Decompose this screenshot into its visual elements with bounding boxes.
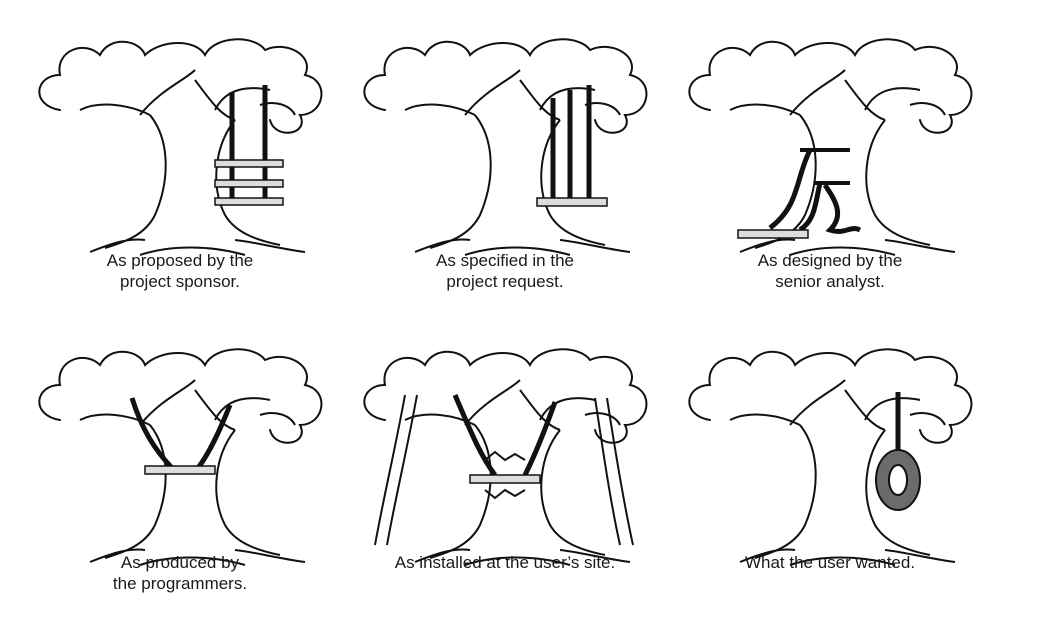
- tree-illustration: [38, 348, 323, 566]
- swing-seat: [144, 465, 216, 475]
- support-prop: [594, 397, 634, 546]
- support-prop: [374, 394, 418, 546]
- swing-rope: [768, 148, 813, 230]
- caption-line: the programmers.: [112, 574, 248, 593]
- caption-line: What the user wanted.: [744, 553, 916, 572]
- caption-line: As proposed by the: [106, 251, 254, 270]
- swing-rope: [195, 404, 233, 470]
- caption: As specified in the project request.: [345, 250, 665, 292]
- caption-line: As designed by the: [757, 251, 903, 270]
- swing-seat: [214, 159, 284, 168]
- swing-seat: [214, 197, 284, 206]
- tree-illustration: [688, 38, 973, 257]
- tire-hole: [888, 464, 908, 496]
- caption-line: senior analyst.: [775, 272, 885, 291]
- caption: As produced by the programmers.: [20, 552, 340, 594]
- tree-illustration: [38, 38, 323, 257]
- caption-line: project request.: [446, 272, 564, 291]
- swing-rope: [452, 394, 498, 477]
- caption-line: As installed at the user’s site.: [394, 553, 616, 572]
- tree-illustration: [363, 38, 648, 257]
- swing-seat: [536, 197, 608, 207]
- trunk-cut: [484, 488, 526, 500]
- caption-line: project sponsor.: [119, 272, 240, 291]
- swing-seat: [214, 179, 284, 188]
- panel-produced-by-programmers: As produced by the programmers.: [20, 330, 340, 630]
- caption: As installed at the user’s site.: [345, 552, 665, 573]
- panel-specified-in-request: As specified in the project request.: [345, 20, 665, 320]
- panel-proposed-by-sponsor: As proposed by the project sponsor.: [20, 20, 340, 320]
- swing-rope: [129, 397, 174, 470]
- tree-illustration: [688, 348, 973, 566]
- caption: What the user wanted.: [670, 552, 990, 573]
- swing-rope: [822, 183, 862, 234]
- trunk-cut: [484, 450, 526, 462]
- caption-line: As produced by: [120, 553, 240, 572]
- panel-what-user-wanted: What the user wanted.: [670, 330, 990, 630]
- swing-rope: [798, 182, 823, 233]
- tree-illustration: [363, 348, 648, 566]
- swing-seat: [737, 229, 809, 239]
- caption: As proposed by the project sponsor.: [20, 250, 340, 292]
- swing-rope: [522, 401, 558, 477]
- panel-installed-at-site: As installed at the user’s site.: [345, 330, 665, 630]
- panel-designed-by-analyst: As designed by the senior analyst.: [670, 20, 990, 320]
- caption: As designed by the senior analyst.: [670, 250, 990, 292]
- swing-seat: [469, 474, 541, 484]
- caption-line: As specified in the: [436, 251, 574, 270]
